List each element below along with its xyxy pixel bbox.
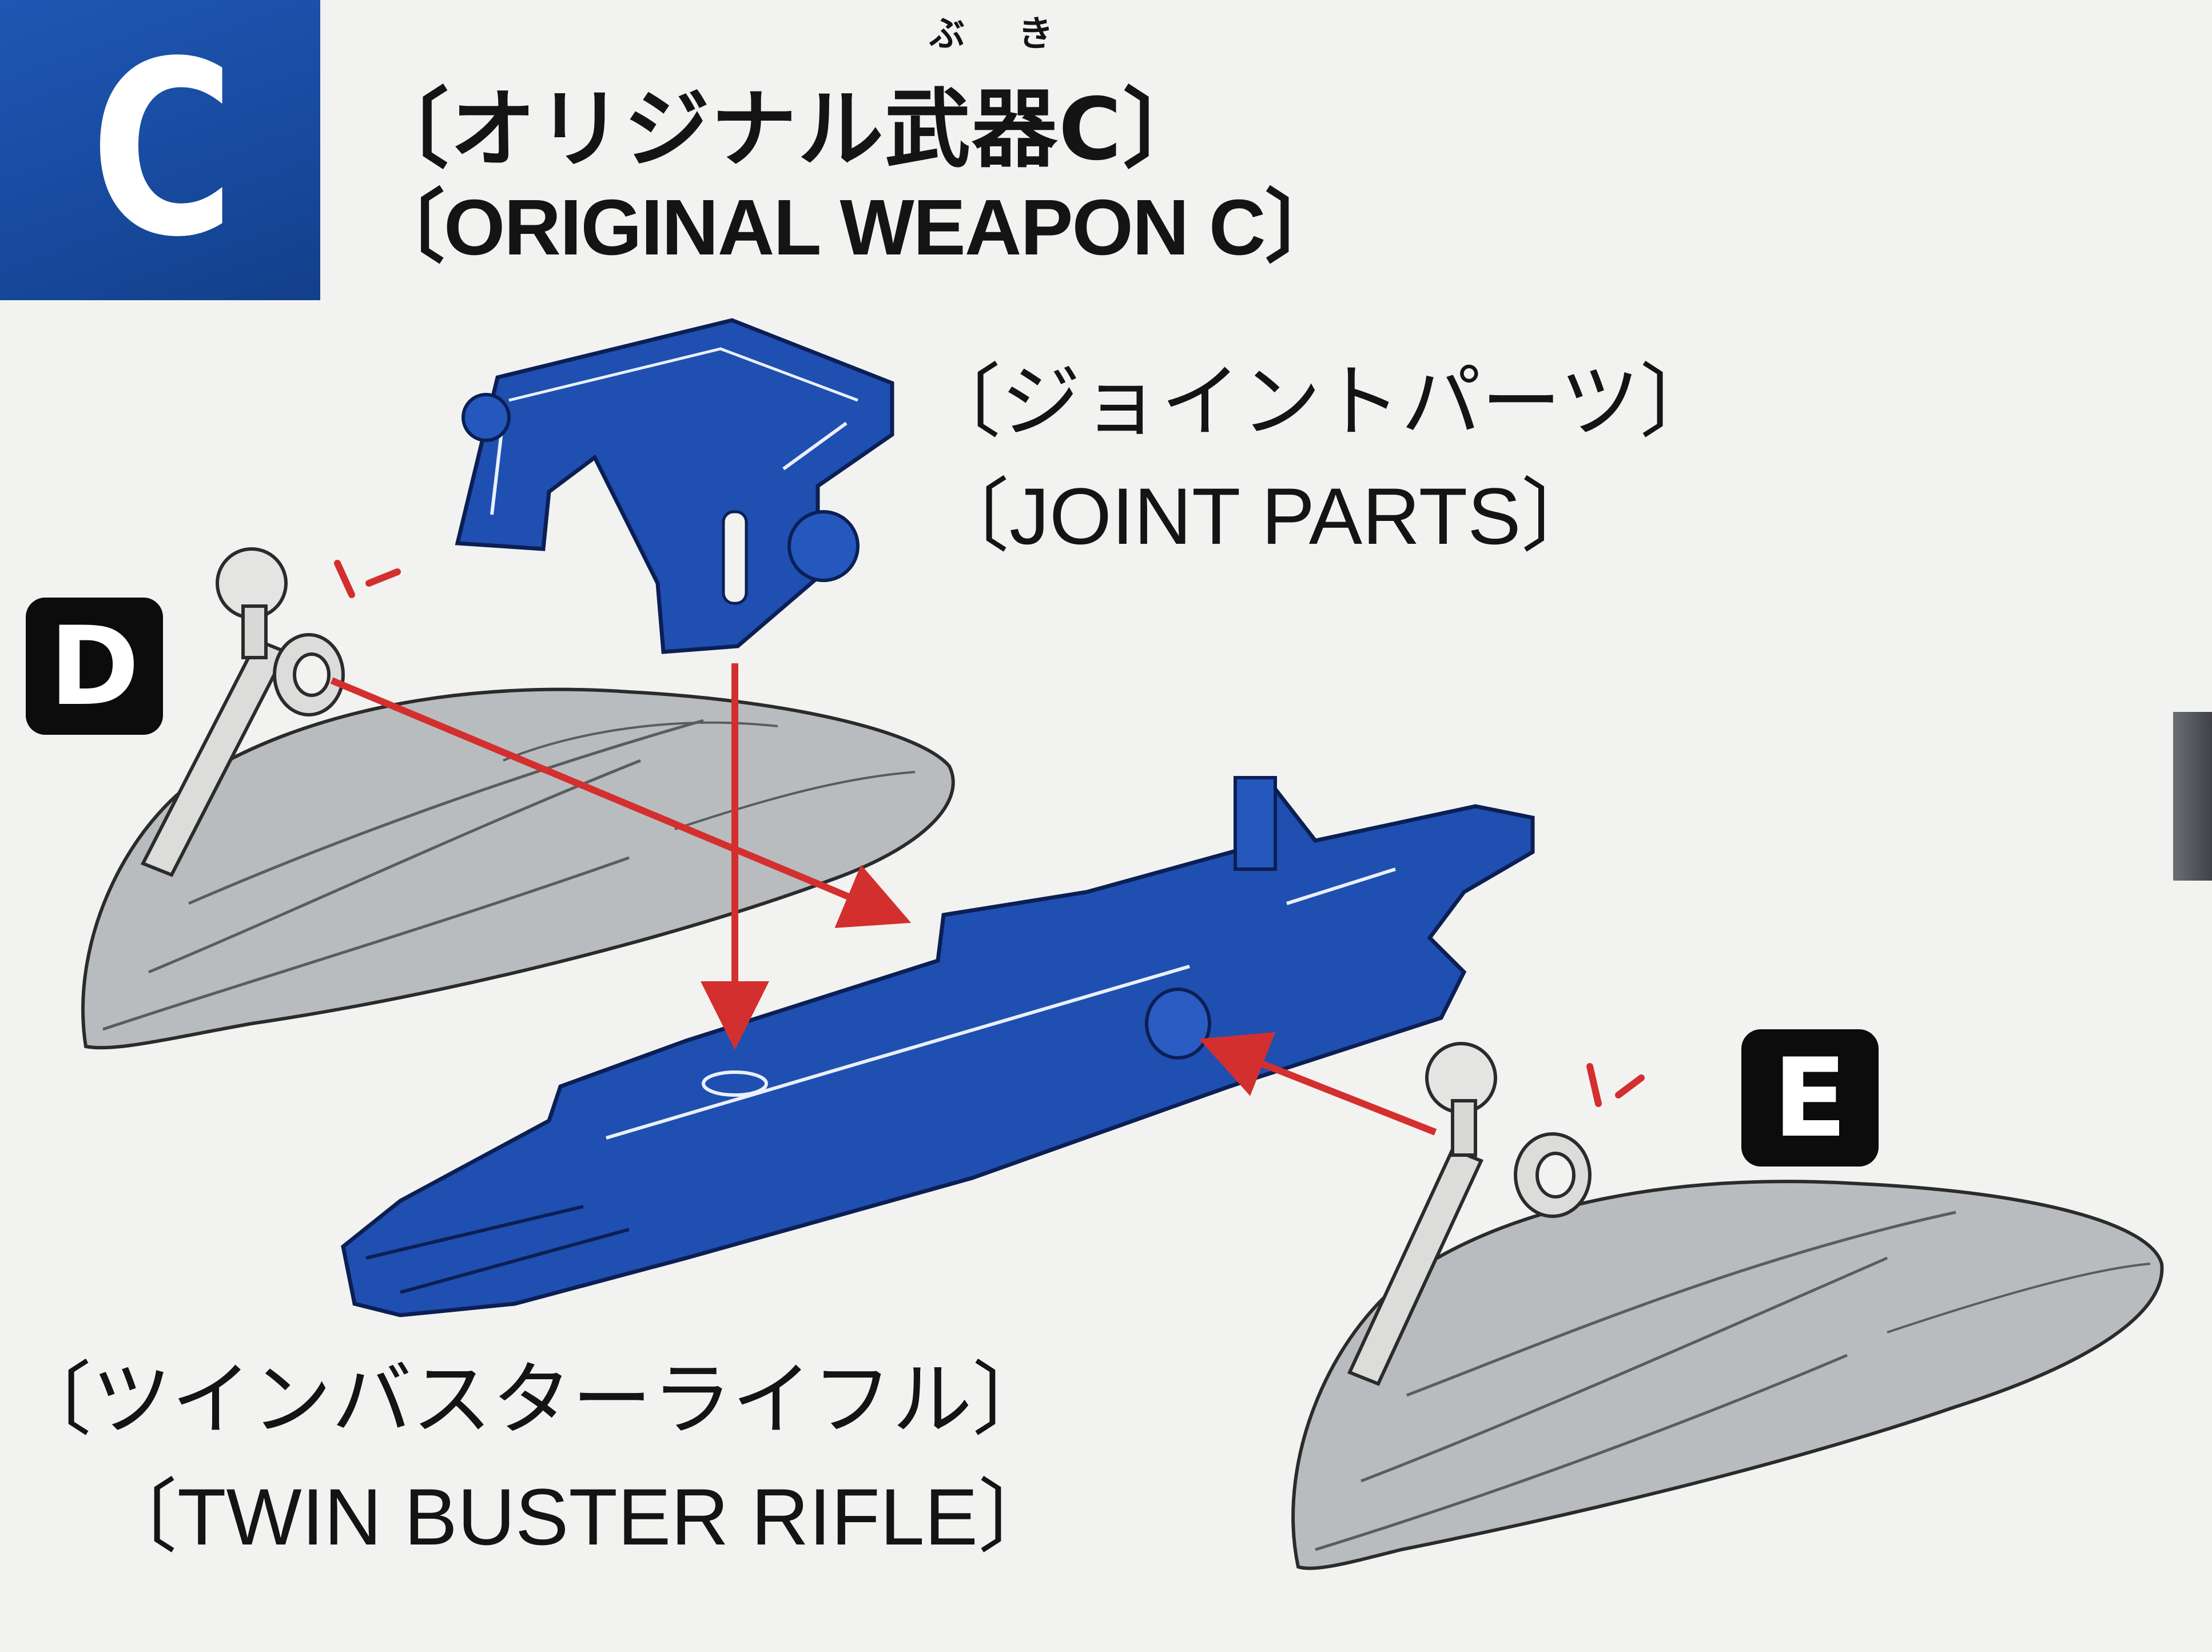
joint-part-icon [455, 318, 894, 654]
badge-d: D [26, 598, 163, 735]
badge-e: E [1741, 1029, 1879, 1167]
title-jp-text: 〔オリジナル武器C〕 [363, 80, 1210, 180]
page-edge-tab [2173, 712, 2212, 881]
click-mark-icon [334, 560, 1645, 1107]
badge-e-letter: E [1773, 1034, 1847, 1161]
rifle-label-en: 〔TWIN BUSTER RIFLE〕 [97, 1472, 1059, 1562]
ruby-ki: き [1018, 13, 1054, 54]
wing-e-icon [1291, 1042, 2164, 1570]
assembly-arrow-icon [330, 663, 1437, 1136]
twin-buster-rifle-icon [341, 776, 1535, 1317]
title-en: 〔ORIGINAL WEAPON C〕 [366, 184, 1343, 272]
joint-parts-label-jp: 〔ジョイントパーツ〕 [921, 356, 1720, 449]
badge-d-letter: D [49, 603, 140, 730]
section-badge: C [0, 0, 320, 300]
section-letter: C [90, 10, 235, 290]
title-jp: 〔オリジナル武器C〕 [363, 60, 1210, 184]
rifle-label-jp: 〔ツインバスターライフル〕 [11, 1354, 1053, 1447]
joint-parts-label-en: 〔JOINT PARTS〕 [929, 471, 1601, 561]
wing-d-icon [81, 547, 955, 1050]
ruby-bu: ぶ [929, 13, 965, 54]
